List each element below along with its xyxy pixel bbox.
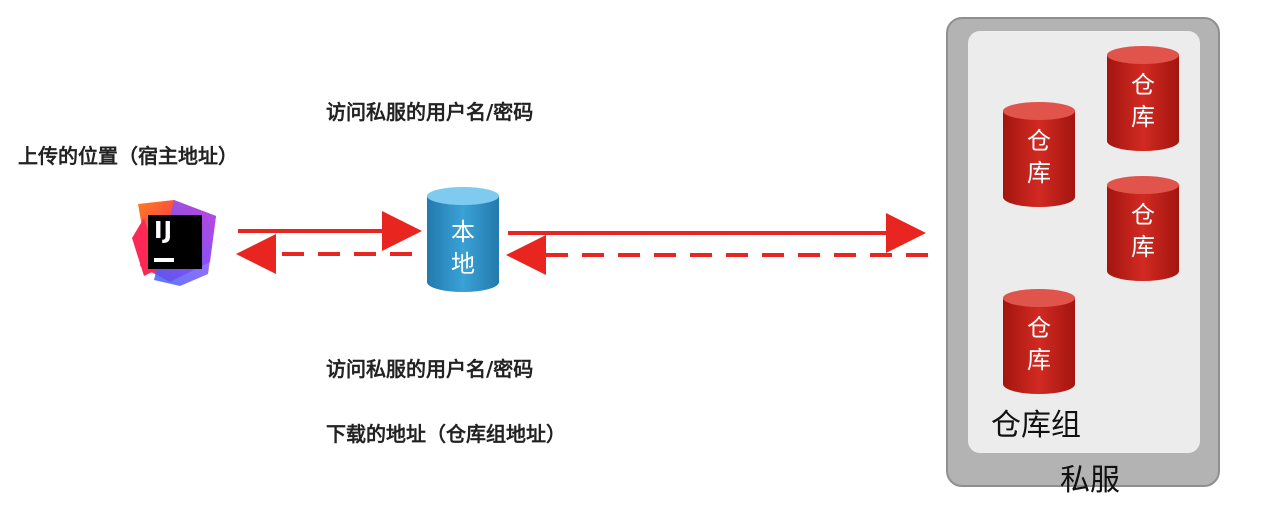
repository-label-line1: 仓: [1027, 314, 1051, 342]
local-repo-label-line2: 地: [451, 250, 475, 278]
repository-label-line1: 仓: [1131, 71, 1155, 99]
intellij-icon: IJ: [130, 198, 220, 288]
access-credentials-label-top: 访问私服的用户名/密码: [326, 100, 534, 124]
repository-group-label: 仓库组: [991, 408, 1081, 443]
repository-label-line2: 库: [1131, 233, 1155, 261]
repository-label-line2: 库: [1027, 159, 1051, 187]
repository-label-line2: 库: [1027, 346, 1051, 374]
repository-cylinder: 仓 库: [1106, 45, 1180, 153]
repository-cylinder: 仓 库: [1002, 288, 1076, 396]
repository-label-line1: 仓: [1131, 201, 1155, 229]
local-repo-label-line1: 本: [451, 218, 475, 246]
upload-location-label: 上传的位置（宿主地址）: [18, 144, 238, 168]
repository-cylinder: 仓 库: [1106, 175, 1180, 283]
download-location-label: 下载的地址（仓库组地址）: [326, 422, 566, 446]
private-server-label: 私服: [1060, 463, 1120, 498]
repository-cylinder: 仓 库: [1002, 101, 1076, 209]
repository-label-line2: 库: [1131, 103, 1155, 131]
access-credentials-label-bottom: 访问私服的用户名/密码: [326, 357, 534, 381]
intellij-logo-text: IJ: [154, 218, 174, 244]
local-repository-cylinder: 本 地: [426, 186, 500, 294]
repository-label-line1: 仓: [1027, 127, 1051, 155]
